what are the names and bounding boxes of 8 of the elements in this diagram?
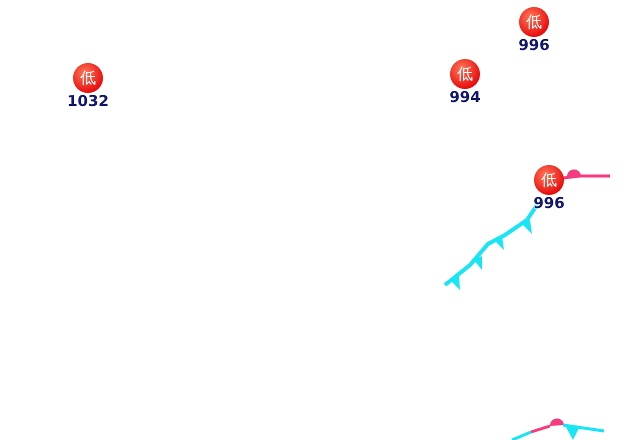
pressure-value: 1032 — [67, 94, 109, 109]
pressure-value: 996 — [518, 38, 550, 53]
low-pressure-marker: 低 — [534, 165, 564, 195]
low-pressure-marker: 低 — [450, 59, 480, 89]
pressure-value: 994 — [449, 90, 481, 105]
pressure-value: 996 — [533, 196, 565, 211]
low-pressure-marker: 低 — [519, 7, 549, 37]
low-pressure-marker: 低 — [73, 63, 103, 93]
